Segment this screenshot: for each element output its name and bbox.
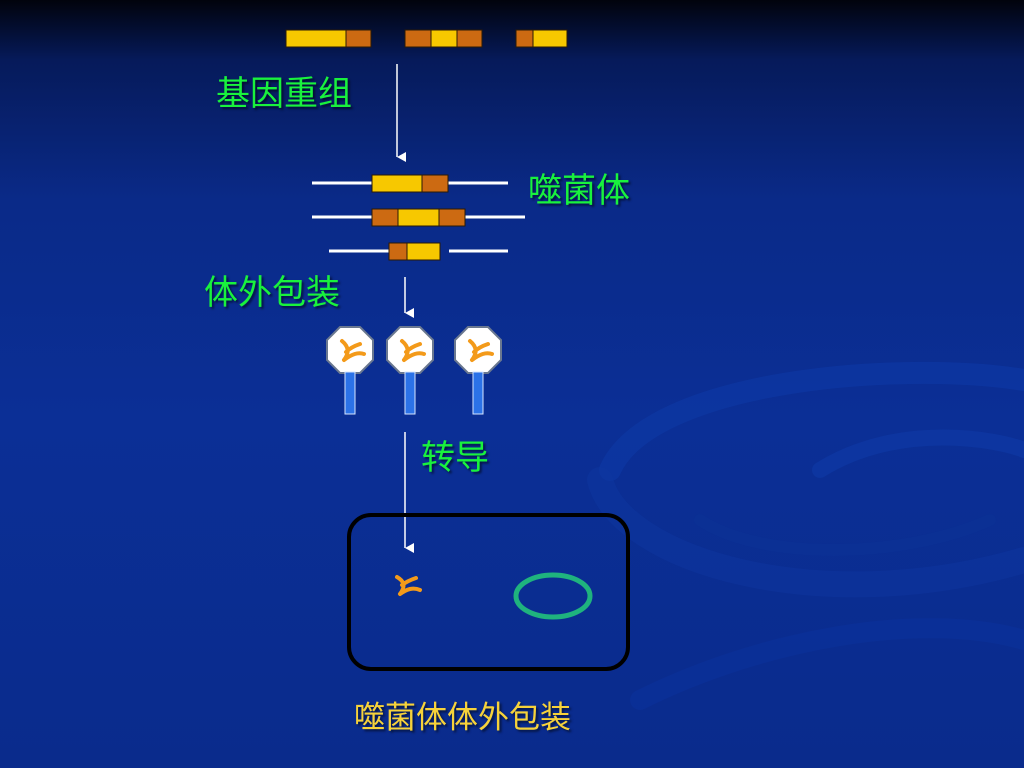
fragment-3-insert — [532, 29, 568, 48]
fragment-2-flank-right — [456, 29, 483, 48]
phage-particle-2 — [386, 326, 434, 415]
plasmid-ring — [513, 572, 593, 620]
phage-particle-1 — [326, 326, 374, 415]
fragment-3-flank — [515, 29, 534, 48]
fragment-1-insert — [285, 29, 347, 48]
label-packaging: 体外包装 — [204, 273, 340, 313]
dna-fragments — [285, 29, 568, 48]
phage-particles — [326, 326, 502, 415]
injected-phage-dna — [395, 575, 422, 596]
host-bacterial-cell — [347, 513, 630, 671]
recombinant-phage-dna — [312, 174, 525, 261]
label-phage: 噬菌体 — [528, 171, 630, 211]
phage-particle-3 — [454, 326, 502, 415]
label-recombination: 基因重组 — [216, 74, 352, 114]
dna-strand-3 — [329, 242, 508, 261]
dna-strand-2 — [312, 208, 525, 227]
label-transduction: 转导 — [421, 438, 489, 478]
label-caption: 噬菌体体外包装 — [354, 700, 571, 736]
fragment-2-insert — [430, 29, 458, 48]
dna-strand-1 — [312, 174, 508, 193]
cell-outline — [347, 513, 630, 671]
fragment-2-flank-left — [404, 29, 432, 48]
fragment-1-flank — [345, 29, 372, 48]
